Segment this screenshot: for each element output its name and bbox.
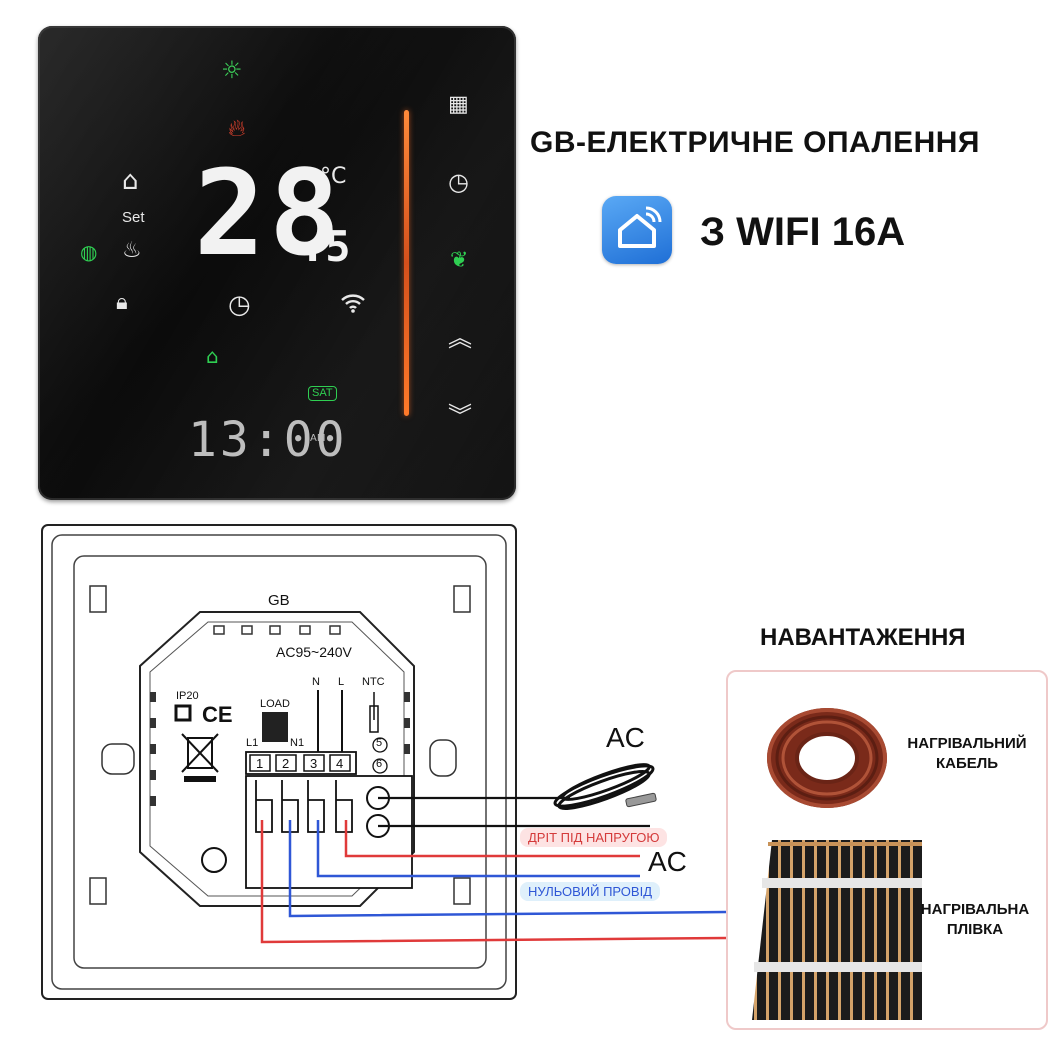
smart-home-app-icon (602, 196, 672, 264)
away-mode-icon: ⌂ (206, 344, 219, 368)
l1-label: L1 (246, 737, 259, 749)
set-label: Set (122, 209, 145, 226)
ip-label: IP20 (176, 690, 199, 702)
thermostat-front-panel: ☼ 🔥︎ ⌂ Set ◍ ♨ 🔒︎ ◷ ⌂ 28 .5 °C SAT 13:00… (38, 26, 516, 500)
page-subtitle: З WIFI 16A (700, 210, 906, 254)
load-label: LOAD (260, 698, 290, 710)
sat-badge: SAT (308, 386, 337, 401)
heating-film-image (752, 840, 922, 1020)
ac-label-supply: AC (648, 846, 687, 877)
page-title: GB-ЕЛЕКТРИЧНЕ ОПАЛЕННЯ (530, 126, 980, 159)
heating-film-label: НАГРІВАЛЬНА ПЛІВКА (920, 901, 1030, 938)
wifi-icon (340, 292, 366, 319)
live-wire-tag: ДРІТ ПІД НАПРУГОЮ (520, 828, 668, 847)
terminal-3: 3 (310, 756, 318, 771)
sun-icon: ☼ (221, 56, 243, 84)
terminal-4: 4 (336, 756, 344, 771)
neutral-wire-tag: НУЛЬОВИЙ ПРОВІД (520, 882, 661, 901)
down-button[interactable]: ︾ (448, 402, 472, 430)
l-label: L (338, 676, 345, 688)
n1-label: N1 (290, 737, 305, 749)
menu-button[interactable]: ▦ (448, 92, 469, 117)
flame-icon: 🔥︎ (228, 114, 246, 142)
voltage-label: AC95~240V (276, 644, 352, 660)
heating-icon: ♨ (122, 238, 142, 263)
timer-button[interactable]: ◷ (448, 168, 469, 196)
terminal-1: 1 (256, 756, 264, 771)
load-panel: НАГРІВАЛЬНИЙ КАБЕЛЬ НАГРІВАЛЬНА ПЛІВКА (726, 670, 1048, 1030)
am-label: AM (310, 433, 326, 444)
clock-display: 13:00 (188, 412, 348, 468)
ac-label-sensor: AC (606, 722, 645, 753)
eco-mode-icon: ◍ (80, 240, 98, 264)
schedule-clock-icon: ◷ (228, 290, 251, 320)
temperature-display: 28 (194, 144, 345, 282)
home-icon: ⌂ (122, 166, 139, 196)
temperature-decimal: .5 (300, 222, 351, 271)
terminal-2: 2 (282, 756, 290, 771)
temperature-bar (404, 110, 409, 416)
model-label: GB (268, 592, 290, 609)
ntc-terminal-6: 6 (376, 758, 383, 770)
heating-cable-label: НАГРІВАЛЬНИЙ КАБЕЛЬ (907, 735, 1027, 772)
up-button[interactable]: ︽ (448, 324, 472, 352)
ntc-terminal-5: 5 (376, 737, 383, 749)
n-label: N (312, 676, 320, 688)
lock-icon: 🔒︎ (116, 290, 128, 315)
load-title: НАВАНТАЖЕННЯ (760, 624, 966, 651)
celsius-unit: °C (320, 164, 347, 189)
ce-mark: CE (202, 702, 233, 727)
heating-cable-image (767, 708, 887, 808)
eco-leaf-button[interactable]: ❦ (450, 248, 469, 273)
ntc-label: NTC (362, 676, 385, 688)
